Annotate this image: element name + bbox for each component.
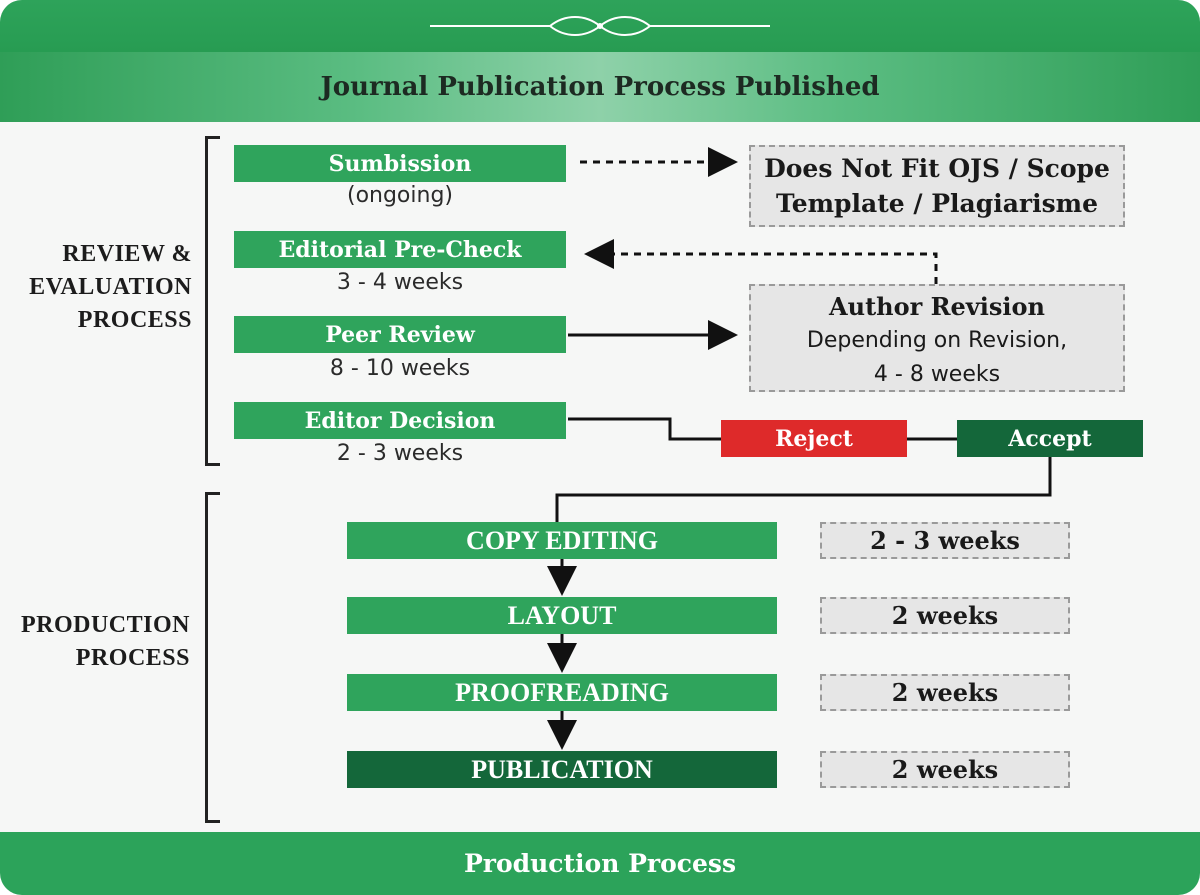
review-label-line: EVALUATION xyxy=(29,274,192,300)
submission-step: Sumbission xyxy=(234,145,566,182)
production-bracket xyxy=(205,492,220,823)
accept-to-production-connector xyxy=(555,457,1052,522)
ornament-icon xyxy=(430,16,770,36)
author-revision-line: 4 - 8 weeks xyxy=(873,362,1001,387)
review-label-line: PROCESS xyxy=(77,307,192,333)
top-banner xyxy=(0,0,1200,52)
author-revision-box: Author Revision Depending on Revision, 4… xyxy=(749,284,1125,392)
copy-editing-step: COPY EDITING xyxy=(347,522,777,559)
copy-editing-duration: 2 - 3 weeks xyxy=(820,522,1070,559)
pre-check-step: Editorial Pre-Check xyxy=(234,231,566,268)
layout-label: LAYOUT xyxy=(507,600,617,630)
reject-box: Reject xyxy=(721,420,907,457)
production-label-line: PROCESS xyxy=(75,645,190,671)
scope-line: Template / Plagiarisme xyxy=(775,189,1099,218)
accept-label: Accept xyxy=(1008,425,1092,452)
peer-review-step: Peer Review xyxy=(234,316,566,353)
editor-decision-duration: 2 - 3 weeks xyxy=(336,441,464,466)
revision-return-arrow xyxy=(584,239,938,284)
review-label-line: REVIEW & xyxy=(62,241,192,267)
submission-duration: (ongoing) xyxy=(346,183,453,208)
production-section-label: PRODUCTION PROCESS xyxy=(10,609,190,675)
copy-editing-duration-text: 2 - 3 weeks xyxy=(870,526,1020,555)
title-band: Journal Publication Process Published xyxy=(0,52,1200,122)
author-revision-title: Author Revision xyxy=(829,292,1045,321)
layout-step: LAYOUT xyxy=(347,597,777,634)
proofreading-duration-text: 2 weeks xyxy=(891,678,999,707)
production-label-line: PRODUCTION xyxy=(20,612,190,638)
peer-review-label: Peer Review xyxy=(325,321,475,348)
review-section-label: REVIEW & EVALUATION PROCESS xyxy=(20,238,192,337)
review-bracket xyxy=(205,136,220,466)
pre-check-duration: 3 - 4 weeks xyxy=(336,270,464,295)
scope-rejection-box: Does Not Fit OJS / Scope Template / Plag… xyxy=(749,145,1125,227)
layout-duration-text: 2 weeks xyxy=(891,601,999,630)
author-revision-line: Depending on Revision, xyxy=(806,328,1068,353)
layout-duration: 2 weeks xyxy=(820,597,1070,634)
reject-label: Reject xyxy=(775,425,853,452)
publication-step: PUBLICATION xyxy=(347,751,777,788)
proofreading-label: PROOFREADING xyxy=(455,677,669,707)
copy-editing-label: COPY EDITING xyxy=(466,525,658,555)
submission-label: Sumbission xyxy=(328,150,472,177)
accept-box: Accept xyxy=(957,420,1143,457)
footer-bar: Production Process xyxy=(0,832,1200,895)
publication-label: PUBLICATION xyxy=(471,754,653,784)
publication-duration-text: 2 weeks xyxy=(891,755,999,784)
scope-line: Does Not Fit OJS / Scope xyxy=(764,154,1110,183)
decision-connector xyxy=(568,417,721,441)
editor-decision-step: Editor Decision xyxy=(234,402,566,439)
diagram-title: Journal Publication Process Published xyxy=(320,72,880,102)
proofreading-duration: 2 weeks xyxy=(820,674,1070,711)
editor-decision-label: Editor Decision xyxy=(304,407,496,434)
pre-check-label: Editorial Pre-Check xyxy=(278,236,522,263)
publication-duration: 2 weeks xyxy=(820,751,1070,788)
peer-review-duration: 8 - 10 weeks xyxy=(329,356,471,381)
footer-label: Production Process xyxy=(463,849,737,878)
proofreading-step: PROOFREADING xyxy=(347,674,777,711)
